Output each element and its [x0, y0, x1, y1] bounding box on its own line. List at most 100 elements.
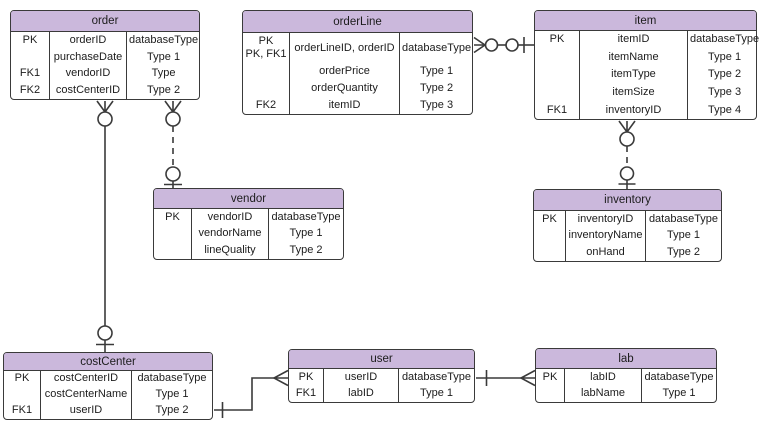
cell-field: vendorName [198, 227, 262, 240]
cell-key [535, 66, 579, 84]
cell-field: itemSize [612, 85, 655, 98]
cell-field: orderID [69, 33, 107, 46]
cell-key: PK PK, FK1 [245, 35, 287, 61]
cell-type: Type 1 [289, 227, 323, 240]
zero-circle-icon [97, 325, 113, 341]
relationship-order-costcenter [96, 100, 114, 352]
table-title: vendor [154, 189, 343, 209]
cell-type: Type 2 [666, 246, 701, 259]
cell-key [243, 80, 289, 97]
cell-type: databaseType [129, 33, 199, 46]
cell-field: itemID [617, 33, 650, 46]
cell-type: Type 2 [147, 84, 181, 97]
crow-foot-icon [618, 120, 636, 134]
cell-type: Type 2 [155, 404, 189, 417]
cell-type: Type 1 [666, 229, 701, 242]
cell-key [534, 228, 565, 245]
cell-type: databaseType [137, 372, 207, 385]
cell-field: onHand [586, 246, 625, 259]
cell-type: Type 1 [419, 387, 454, 400]
relationship-order-vendor [164, 100, 182, 189]
zero-circle-icon [165, 111, 181, 127]
cell-type: Type 4 [708, 103, 742, 116]
cell-field: itemName [608, 50, 659, 63]
cell-type: Type 1 [662, 387, 696, 400]
cell-type: Type 1 [147, 50, 181, 63]
cell-type: databaseType [271, 210, 341, 223]
crow-foot-icon [519, 369, 536, 387]
entity-table-inventory[interactable]: inventory PK inventoryID inventoryName o… [533, 189, 722, 262]
cell-key: FK2 [19, 84, 41, 97]
cell-field: itemID [328, 98, 361, 111]
table-title: lab [536, 349, 716, 369]
zero-circle-icon [97, 111, 113, 127]
cell-key: PK [14, 372, 30, 385]
cell-key [154, 242, 191, 259]
table-title: inventory [534, 190, 721, 211]
zero-circle-icon [619, 131, 635, 147]
cell-key: FK1 [295, 387, 317, 400]
cell-key: PK [542, 212, 557, 225]
crow-foot-icon [272, 369, 289, 387]
crow-foot-icon [473, 36, 487, 54]
cell-key [154, 226, 191, 243]
cell-type: Type 2 [420, 82, 454, 95]
entity-table-item[interactable]: item PK FK1 itemID itemName itemType ite… [534, 10, 759, 120]
relationship-orderline-item [473, 36, 534, 54]
table-title: orderLine [243, 11, 472, 33]
zero-circle-icon [165, 166, 181, 182]
entity-table-order[interactable]: order PK FK1 FK2 orderID purchaseDate ve… [10, 10, 200, 100]
zero-circle-icon [505, 38, 519, 52]
cell-field: vendorID [65, 67, 111, 80]
cell-field: labID [348, 387, 374, 400]
cell-key: PK [542, 370, 558, 383]
cell-key [534, 244, 565, 261]
cell-field: vendorID [207, 210, 253, 223]
entity-table-orderline[interactable]: orderLine PK PK, FK1 FK2 orderLineID, or… [242, 10, 473, 115]
cell-key [243, 63, 289, 80]
cell-field: orderPrice [319, 65, 370, 78]
cell-field: costCenterName [44, 388, 128, 401]
cell-field: userID [69, 404, 103, 417]
crow-foot-icon [164, 100, 182, 114]
cell-key: PK [165, 210, 180, 223]
cell-field: labID [590, 370, 616, 383]
cell-field: inventoryID [577, 212, 634, 225]
cell-type: Type [151, 67, 176, 80]
cell-field: inventoryName [568, 229, 643, 242]
entity-table-lab[interactable]: lab PK labID labName databaseType Type 1 [535, 348, 717, 403]
cell-type: databaseType [401, 370, 472, 383]
table-title: user [289, 350, 474, 369]
table-title: order [11, 11, 199, 32]
cell-type: Type 3 [708, 85, 742, 98]
entity-table-costcenter[interactable]: costCenter PK FK1 costCenterID costCente… [3, 352, 213, 420]
cell-type: databaseType [402, 41, 472, 54]
cell-field: labName [580, 387, 626, 400]
cell-key [11, 49, 49, 66]
cell-key [535, 49, 579, 67]
table-title: costCenter [4, 353, 212, 371]
cell-type: Type 2 [708, 68, 742, 81]
cell-field: lineQuality [204, 244, 256, 257]
entity-table-vendor[interactable]: vendor PK vendorID vendorName lineQualit… [153, 188, 344, 260]
cell-type: Type 2 [289, 244, 323, 257]
cell-field: inventoryID [605, 103, 662, 116]
relationship-user-lab [476, 369, 536, 387]
relationship-costcenter-user [214, 369, 289, 418]
cell-type: Type 1 [155, 388, 189, 401]
cell-field: orderLineID, orderID [294, 41, 395, 54]
entity-table-user[interactable]: user PK FK1 userID labID databaseType Ty… [288, 349, 475, 403]
cell-key: FK1 [546, 103, 568, 116]
cell-type: Type 1 [708, 50, 742, 63]
cell-field: userID [344, 370, 378, 383]
cell-key: FK1 [19, 67, 41, 80]
cell-key: PK [298, 370, 314, 383]
zero-circle-icon [484, 38, 499, 52]
cell-field: purchaseDate [53, 50, 123, 63]
cell-field: orderQuantity [311, 82, 378, 95]
cell-field: costCenterID [55, 84, 121, 97]
cell-key: FK1 [11, 404, 33, 417]
cell-key: PK [22, 33, 38, 46]
